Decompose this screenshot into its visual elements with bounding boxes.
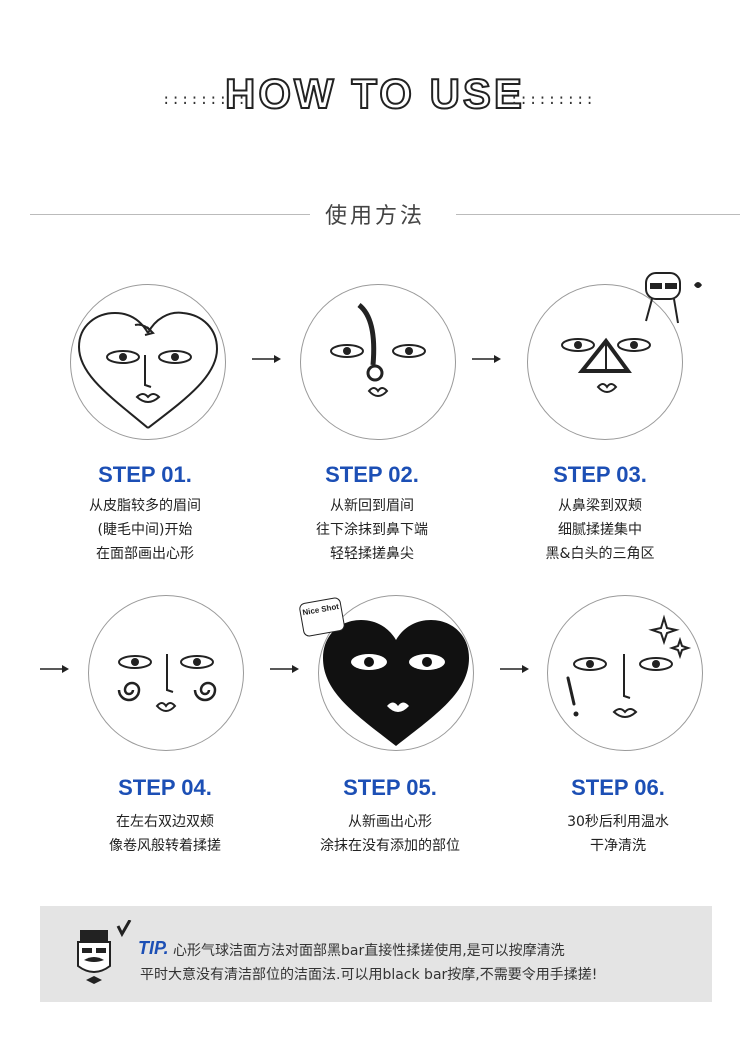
step-5-text: 从新画出心形 涂抹在没有添加的部位	[290, 810, 490, 858]
sticker-text: Nice Shot	[301, 601, 340, 618]
black-heart-face-icon	[323, 620, 469, 746]
step-6-text: 30秒后利用温水 干净清洗	[518, 810, 718, 858]
tip-label: TIP.	[138, 938, 169, 958]
arrow-right-icon	[472, 355, 501, 363]
step-4-label: STEP 04.	[118, 775, 212, 800]
triangle-face-icon	[561, 272, 702, 393]
step-4-line: 像卷风般转着揉搓	[109, 838, 221, 854]
step-6-label: STEP 06.	[571, 775, 665, 800]
step-2-line: 轻轻揉搓鼻尖	[330, 546, 414, 562]
nice-shot-sticker: Nice Shot	[298, 596, 346, 638]
step-6-line: 干净清洗	[590, 838, 646, 854]
step-3-line: 从鼻梁到双颊	[558, 498, 642, 514]
header: ::::::::: HOW TO USE :::::::::	[0, 69, 750, 130]
step-2-text: 从新回到眉间 往下涂抹到鼻下端 轻轻揉搓鼻尖	[272, 494, 472, 566]
step-5-illustration: Nice Shot	[298, 595, 474, 751]
subtitle: 使用方法	[324, 204, 425, 229]
step-1-line: (睫毛中间)开始	[97, 522, 193, 538]
step-1-label: STEP 01.	[98, 462, 192, 487]
step-5-line: 涂抹在没有添加的部位	[320, 838, 460, 854]
arrow-right-icon	[252, 355, 281, 363]
step-2-line: 从新回到眉间	[330, 498, 414, 514]
step-4-line: 在左右双边双颊	[116, 814, 214, 830]
dots-right: :::::::::	[510, 92, 595, 108]
arrow-right-icon	[500, 665, 529, 673]
heart-face-icon	[77, 311, 219, 429]
tip-line-1: 心形气球洁面方法对面部黑bar直接性揉搓使用,是可以按摩清洗	[173, 943, 565, 959]
step-1-line: 在面部画出心形	[96, 546, 194, 562]
step-5-line: 从新画出心形	[348, 814, 432, 830]
arrow-right-icon	[40, 665, 69, 673]
nose-face-icon	[330, 303, 426, 397]
step-6-line: 30秒后利用温水	[567, 814, 669, 830]
step-6-illustration	[547, 595, 703, 751]
step-1-illustration	[70, 284, 226, 440]
mustache-man-icon	[77, 920, 132, 984]
step-3-illustration	[527, 272, 702, 440]
divider-left	[30, 214, 310, 215]
step-3-text: 从鼻梁到双颊 细腻揉搓集中 黑&白头的三角区	[500, 494, 700, 566]
step-3-label: STEP 03.	[553, 462, 647, 487]
swirl-face-icon	[117, 654, 217, 712]
sparkle-face-icon	[566, 614, 692, 718]
step-3-line: 黑&白头的三角区	[545, 546, 655, 562]
step-5-label: STEP 05.	[343, 775, 437, 800]
step-1-line: 从皮脂较多的眉间	[89, 498, 201, 514]
step-4-text: 在左右双边双颊 像卷风般转着揉搓	[65, 810, 265, 858]
step-2-label: STEP 02.	[325, 462, 419, 487]
tip-line-2: 平时大意没有清洁部位的洁面法.可以用black bar按摩,不需要令用手揉搓!	[140, 967, 598, 983]
cartoon-man-icon	[645, 272, 702, 324]
subtitle-row: 使用方法	[0, 196, 750, 232]
page-title: HOW TO USE	[224, 69, 525, 118]
step-3-line: 细腻揉搓集中	[558, 522, 642, 538]
step-2-illustration	[300, 284, 456, 440]
divider-right	[456, 214, 740, 215]
step-4-illustration	[88, 595, 244, 751]
tip-box: TIP. 心形气球洁面方法对面部黑bar直接性揉搓使用,是可以按摩清洗 平时大意…	[40, 906, 712, 1002]
step-2-line: 往下涂抹到鼻下端	[316, 522, 428, 538]
step-1-text: 从皮脂较多的眉间 (睫毛中间)开始 在面部画出心形	[45, 494, 245, 566]
arrow-right-icon	[270, 665, 299, 673]
dots-left: :::::::::	[162, 92, 247, 108]
